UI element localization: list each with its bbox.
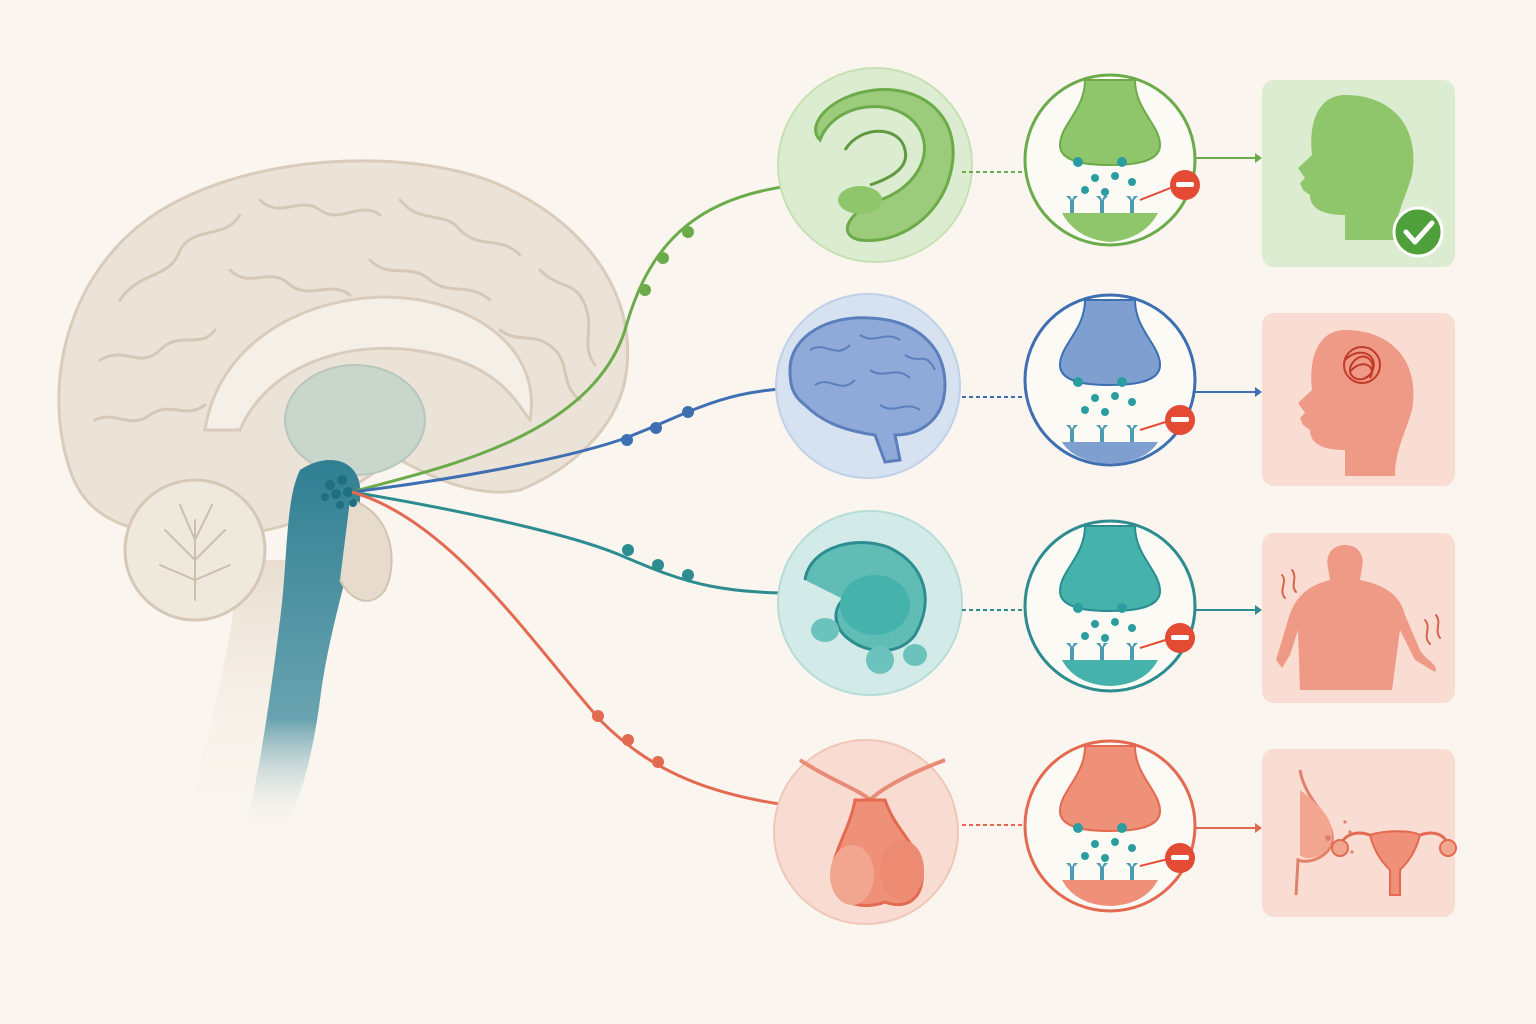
vta-neuron-cluster: [321, 475, 357, 509]
synapse-circle: [1023, 519, 1197, 693]
presynaptic-terminal: [1058, 79, 1162, 167]
receptor-icon: [1066, 425, 1138, 442]
sagittal-brain-illustration: [57, 159, 630, 830]
cerebellum: [123, 478, 267, 622]
tremor-body-icon: [1276, 545, 1441, 690]
cortical-gyri: [93, 198, 597, 423]
check-icon: [1392, 206, 1444, 258]
presynaptic-terminal: [1058, 525, 1162, 613]
arrowhead: [1255, 387, 1262, 397]
synapse-circle: [1023, 293, 1197, 467]
vesicle-icon: [1073, 157, 1136, 196]
effect-card-adverse: [1262, 749, 1457, 917]
vesicle-icon: [1073, 823, 1136, 862]
pons-outline: [339, 499, 393, 602]
effect-card-adverse: [1262, 313, 1455, 486]
breast-uterus-icon: [1294, 769, 1457, 896]
tangled-thoughts-head-icon: [1343, 346, 1381, 384]
row-mesolimbic: [777, 67, 1455, 267]
row-mesocortical: [775, 293, 1455, 486]
postsynaptic-membrane: [1062, 213, 1158, 242]
vesicle-icon: [1073, 603, 1136, 642]
postsynaptic-membrane: [1062, 442, 1158, 464]
receptor-icon: [1066, 196, 1138, 213]
target-cortex-circle: [775, 293, 961, 479]
minus-icon: [1170, 170, 1200, 200]
arrowhead: [1255, 823, 1262, 833]
row-nigrostriatal: [777, 510, 1455, 703]
pituitary-gland-icon: [798, 758, 946, 907]
head-profile-icon: [1298, 330, 1414, 476]
fibre-nigrostriatal: [351, 490, 836, 599]
presynaptic-terminal: [1058, 299, 1162, 387]
fibre-tuberoinfundibular: [351, 490, 831, 816]
corpus-callosum: [203, 295, 533, 432]
target-basal-ganglia-circle: [777, 510, 963, 696]
vesicle-icon: [1073, 377, 1136, 416]
arrowhead: [1255, 605, 1262, 615]
basal-ganglia-icon: [803, 541, 927, 674]
synapse-circle: [1023, 739, 1197, 913]
cortex-brain-icon: [788, 316, 947, 464]
effect-card-positive: [1262, 80, 1455, 267]
limbic-structure-icon: [814, 88, 955, 243]
minus-icon: [1165, 843, 1195, 873]
receptor-icon: [1066, 643, 1138, 660]
presynaptic-terminal: [1058, 745, 1162, 833]
target-pituitary-circle: [773, 739, 959, 925]
minus-icon: [1165, 405, 1195, 435]
head-profile-icon: [1298, 95, 1414, 240]
postsynaptic-membrane: [1062, 660, 1158, 686]
thalamus: [284, 364, 426, 476]
synapse-circle: [1023, 73, 1200, 247]
receptor-icon: [1066, 863, 1138, 880]
postsynaptic-membrane: [1062, 880, 1158, 906]
row-tuberoinfundibular: [773, 739, 1457, 925]
minus-icon: [1165, 623, 1195, 653]
arrowhead: [1255, 153, 1262, 163]
target-limbic-circle: [777, 67, 973, 263]
effect-card-adverse: [1262, 533, 1455, 703]
brainstem: [245, 460, 361, 830]
